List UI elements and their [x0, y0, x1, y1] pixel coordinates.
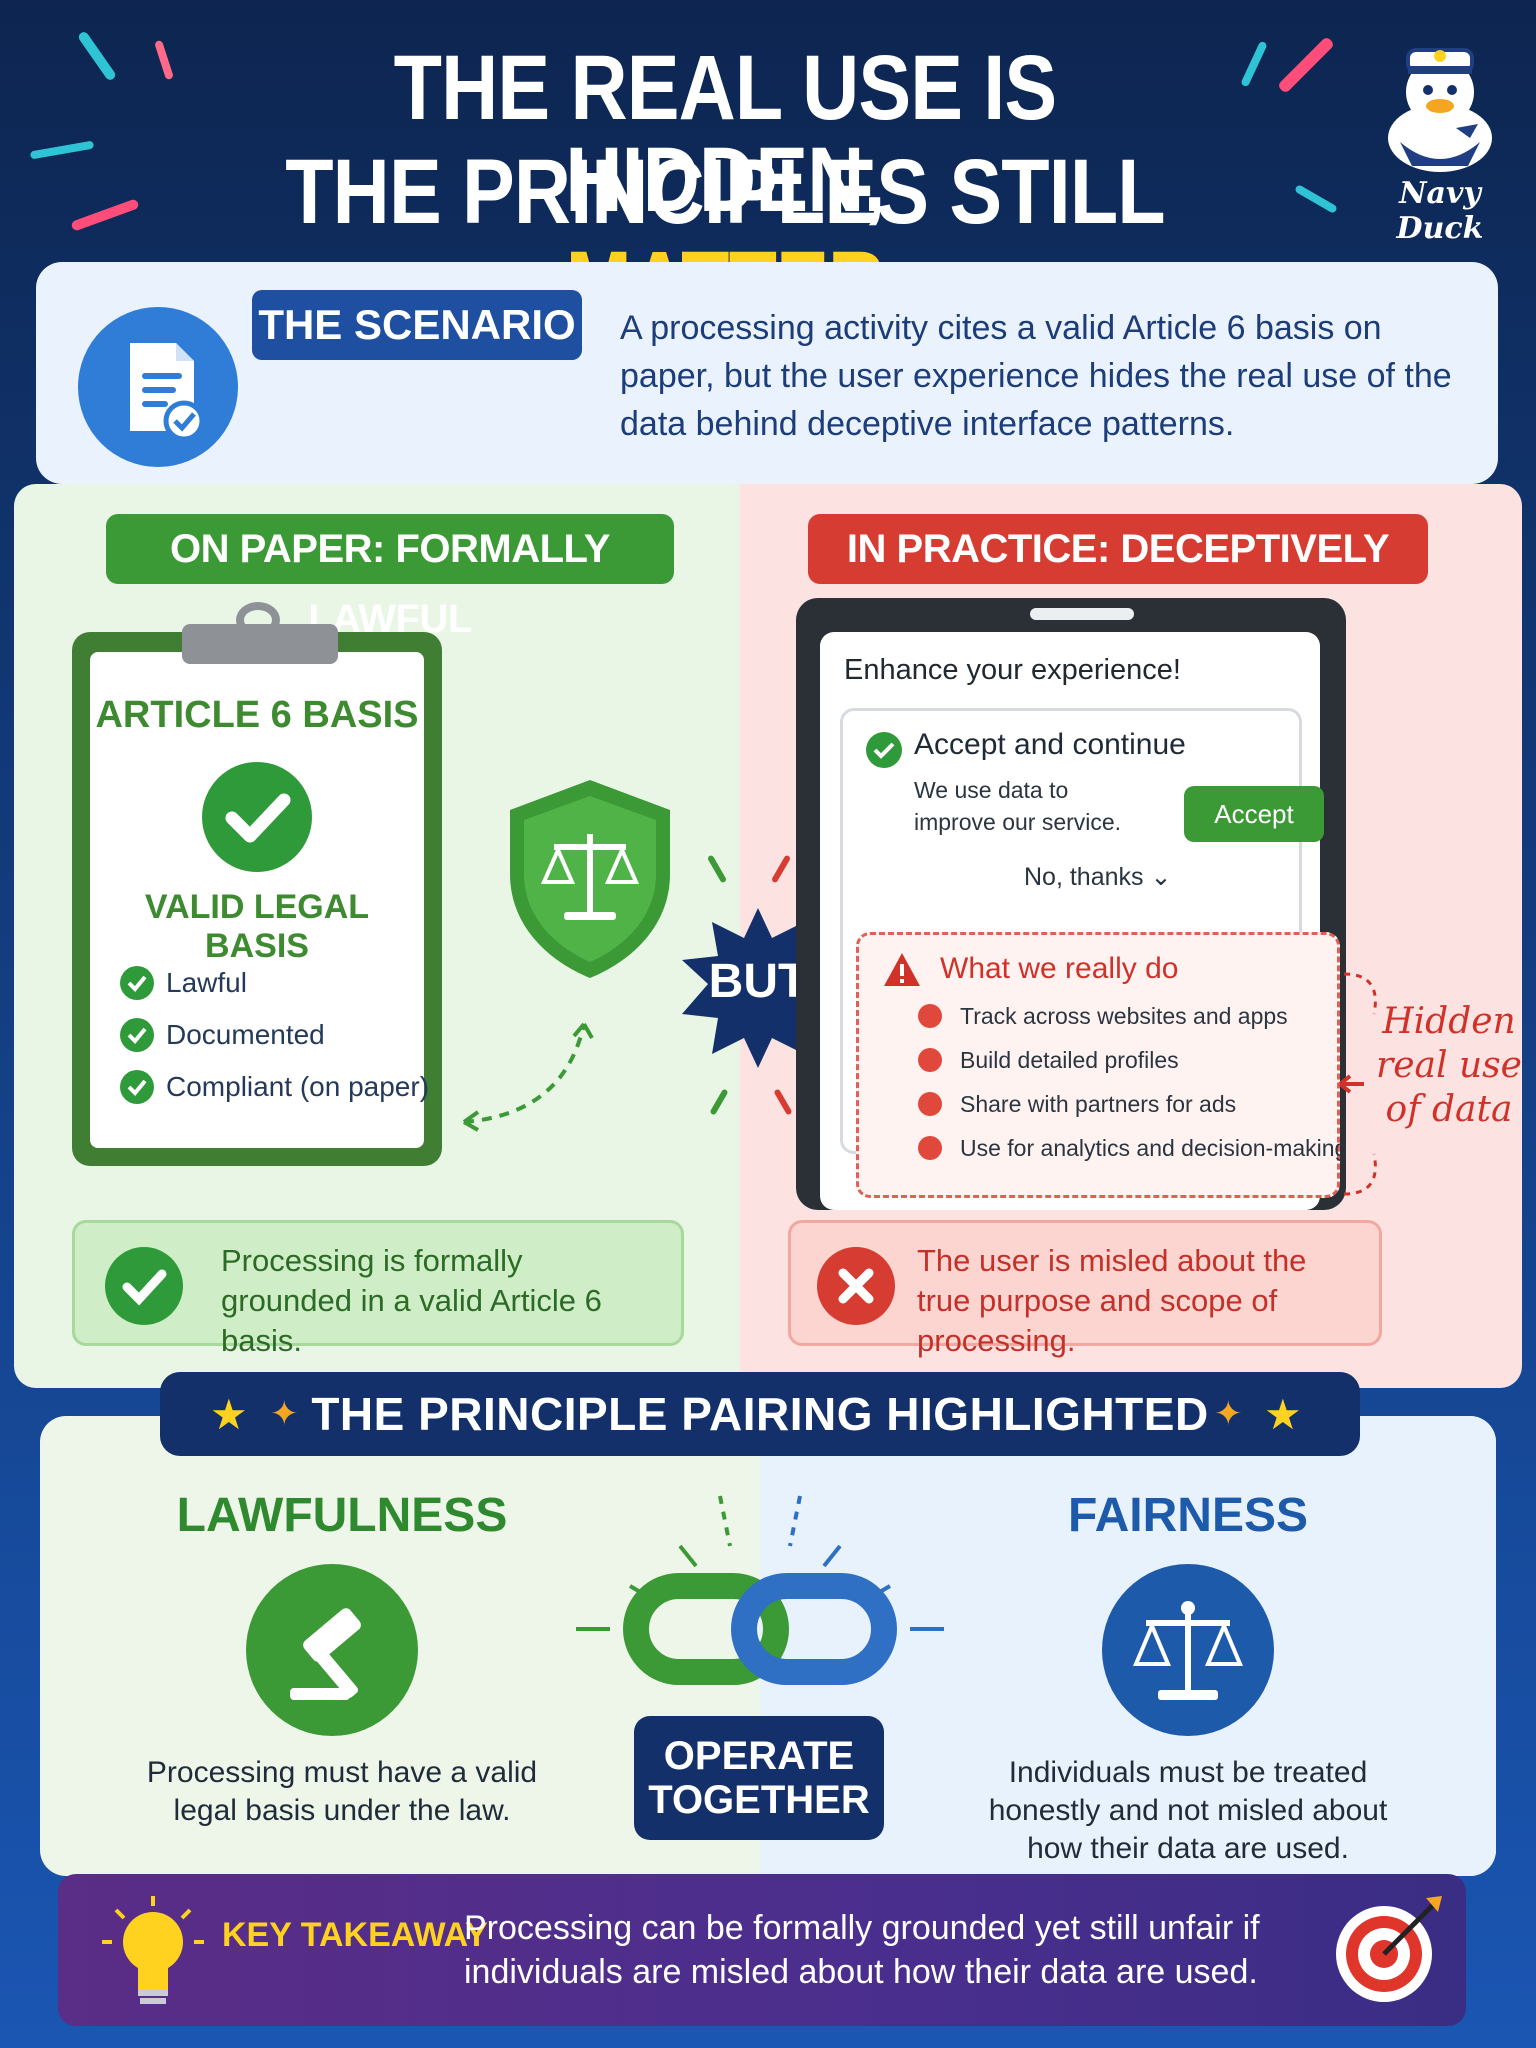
check-icon	[120, 1018, 154, 1052]
lawful-note: Processing is formally grounded in a val…	[72, 1220, 684, 1358]
clipboard-title: ARTICLE 6 BASIS	[95, 694, 419, 736]
confetti-decoration	[1240, 40, 1268, 88]
target-icon	[1336, 1896, 1442, 2002]
takeaway-text: Processing can be formally grounded yet …	[464, 1909, 1260, 1991]
brand-logo: Navy Duck	[1360, 26, 1520, 246]
list-item: Lawful	[120, 966, 429, 1018]
list-item-label: Lawful	[166, 967, 247, 998]
takeaway-label: KEY TAKEAWAY	[222, 1916, 488, 1954]
comparison-section: ON PAPER: FORMALLY LAWFUL IN PRACTICE: D…	[14, 484, 1522, 1388]
decline-label: No, thanks	[1024, 863, 1144, 891]
list-item: Share with partners for ads	[918, 1090, 1347, 1134]
clipboard-subtitle: VALID LEGAL BASIS	[144, 888, 370, 965]
dashed-arrow-icon	[462, 1022, 594, 1132]
scenario-badge: THE SCENARIO	[252, 290, 582, 360]
brand-name: Navy Duck	[1396, 176, 1484, 246]
bracket-arrow-icon	[1338, 972, 1377, 1196]
unfair-note: The user is misled about the true purpos…	[788, 1220, 1382, 1358]
consent-title: Enhance your experience!	[844, 654, 1181, 686]
accept-description: We use data to improve our service.	[914, 777, 1122, 835]
list-item-label: Build detailed profiles	[960, 1047, 1179, 1073]
check-circle-icon	[105, 1247, 183, 1325]
hidden-use-list: Track across websites and apps Build det…	[918, 1002, 1347, 1178]
confetti-decoration	[70, 198, 140, 232]
chain-link-icon	[576, 1495, 944, 1685]
alert-dot-icon	[918, 1048, 942, 1072]
list-item-label: Track across websites and apps	[960, 1003, 1288, 1029]
fairness-text: Individuals must be treated honestly and…	[988, 1756, 1388, 1865]
list-item-label: Documented	[166, 1019, 325, 1050]
lawfulness-text: Processing must have a valid legal basis…	[146, 1756, 538, 1827]
clipboard-list: Lawful Documented Compliant (on paper)	[120, 966, 429, 1122]
phone-notch	[1030, 608, 1134, 620]
but-label: BUT	[708, 955, 808, 1008]
duck-sailor-icon	[1388, 48, 1492, 172]
check-circle-icon	[202, 762, 312, 872]
title-line-1: THE REAL USE IS HIDDEN,	[393, 37, 1058, 231]
clipboard-clip	[182, 624, 338, 664]
scenario-text: A processing activity cites a valid Arti…	[620, 309, 1452, 443]
pairing-banner: ★ ✦ THE PRINCIPLE PAIRING HIGHLIGHTED ✦ …	[160, 1372, 1360, 1456]
star-icon: ✦	[270, 1395, 299, 1433]
confetti-decoration	[1277, 36, 1335, 94]
left-header: ON PAPER: FORMALLY LAWFUL	[106, 514, 674, 641]
scales-icon	[1102, 1564, 1274, 1736]
decline-link[interactable]: No, thanks ⌄	[1024, 862, 1171, 892]
cross-circle-icon	[817, 1247, 895, 1325]
header: THE REAL USE IS HIDDEN, THE PRINCIPLES S…	[0, 0, 1536, 330]
unfair-note-text: The user is misled about the true purpos…	[917, 1243, 1307, 1358]
warning-icon	[884, 953, 920, 986]
scenario-icon-circle	[78, 307, 238, 467]
chevron-down-icon: ⌄	[1150, 863, 1172, 891]
hidden-use-title: What we really do	[940, 952, 1179, 985]
list-item-label: Share with partners for ads	[960, 1091, 1237, 1117]
list-item: Compliant (on paper)	[120, 1070, 429, 1122]
principles-section: LAWFULNESS Processing must have a valid …	[40, 1416, 1496, 1876]
takeaway-banner: KEY TAKEAWAY Processing can be formally …	[58, 1874, 1466, 2026]
fairness-title: FAIRNESS	[1067, 1489, 1309, 1542]
check-circle-icon	[866, 732, 902, 768]
list-item: Track across websites and apps	[918, 1002, 1347, 1046]
gavel-icon	[246, 1564, 418, 1736]
check-icon	[120, 1070, 154, 1104]
confetti-decoration	[154, 39, 174, 81]
lightbulb-icon	[102, 1896, 204, 2004]
list-item: Documented	[120, 1018, 429, 1070]
check-icon	[120, 966, 154, 1000]
list-item-label: Compliant (on paper)	[166, 1071, 430, 1102]
clipboard-paper	[90, 652, 424, 1148]
title-line-2-text: THE PRINCIPLES STILL	[285, 141, 1165, 243]
star-icon: ★	[210, 1391, 248, 1438]
alert-dot-icon	[918, 1136, 942, 1160]
confetti-decoration	[29, 140, 95, 160]
star-icon: ★	[1264, 1391, 1302, 1438]
accept-button[interactable]: Accept	[1184, 786, 1324, 842]
star-icon: ✦	[1214, 1395, 1243, 1433]
list-item-label: Use for analytics and decision-making	[960, 1135, 1348, 1161]
shield-scales-icon	[510, 780, 670, 978]
accept-title: Accept and continue	[914, 728, 1186, 761]
hidden-real-use-label: Hidden real use of data	[1376, 1001, 1522, 1130]
lawful-note-text: Processing is formally grounded in a val…	[221, 1243, 602, 1358]
list-item: Build detailed profiles	[918, 1046, 1347, 1090]
lawfulness-title: LAWFULNESS	[176, 1489, 508, 1542]
operate-together-badge: OPERATE TOGETHER	[634, 1716, 884, 1840]
scenario-card: THE SCENARIO A processing activity cites…	[36, 262, 1498, 484]
confetti-decoration	[76, 30, 118, 82]
confetti-decoration	[1294, 184, 1338, 214]
list-item: Use for analytics and decision-making	[918, 1134, 1347, 1178]
document-check-icon	[130, 343, 205, 442]
alert-dot-icon	[918, 1004, 942, 1028]
alert-dot-icon	[918, 1092, 942, 1116]
right-header: IN PRACTICE: DECEPTIVELY UNFAIR	[808, 514, 1428, 641]
pairing-banner-text: THE PRINCIPLE PAIRING HIGHLIGHTED	[311, 1388, 1209, 1440]
